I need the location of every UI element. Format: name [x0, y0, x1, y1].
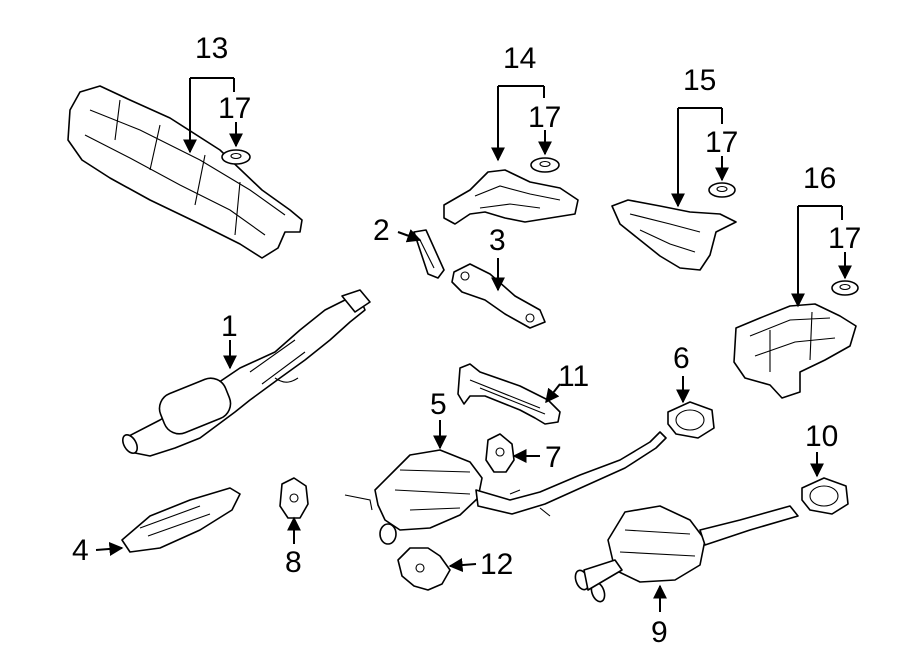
grommet-17d-hole [839, 283, 851, 291]
callout-3: 3 [489, 224, 506, 257]
grommet-17c [708, 182, 736, 198]
grommet-17b [530, 157, 560, 173]
callout-4: 4 [72, 534, 89, 567]
callout-17-d: 17 [828, 222, 861, 255]
callout-15: 15 [683, 64, 716, 97]
callout-12: 12 [480, 548, 513, 581]
grommet-17c-hole [716, 185, 728, 193]
callout-10: 10 [805, 420, 838, 453]
bracket-3 [451, 263, 546, 329]
callout-1: 1 [221, 310, 238, 343]
callout-17-c: 17 [705, 126, 738, 159]
heat-shield-16 [733, 303, 857, 399]
callout-6: 6 [673, 342, 690, 375]
heat-shield-13 [67, 85, 303, 259]
heat-shield-15 [611, 199, 737, 271]
grommet-17a-hole [230, 152, 242, 160]
callout-2: 2 [373, 214, 390, 247]
callout-11: 11 [558, 360, 589, 393]
grommet-17b-hole [539, 160, 551, 168]
callout-13: 13 [195, 32, 228, 65]
crossmember-11 [457, 363, 561, 425]
leader-lines [95, 77, 852, 612]
hanger-8 [279, 477, 309, 519]
grommet-17d [831, 280, 859, 296]
bracket-12 [397, 547, 451, 591]
rear-muffler-9 [574, 505, 799, 603]
callout-9: 9 [651, 616, 668, 649]
clamp-10 [801, 477, 849, 515]
callout-17-a: 17 [218, 92, 251, 125]
grommet-17a [221, 149, 251, 165]
callout-5: 5 [430, 388, 447, 421]
gasket-2 [413, 229, 445, 279]
clamp-6 [667, 401, 715, 439]
muffler-pipe-5 [344, 431, 667, 545]
heat-shield-14 [443, 169, 579, 225]
callout-16: 16 [803, 162, 836, 195]
callout-8: 8 [285, 546, 302, 579]
heat-shield-4 [121, 487, 241, 553]
hanger-7 [485, 433, 515, 473]
catalytic-converter-1 [121, 289, 371, 457]
callout-7: 7 [545, 441, 562, 474]
callout-14: 14 [503, 42, 536, 75]
callout-17-b: 17 [528, 101, 561, 134]
